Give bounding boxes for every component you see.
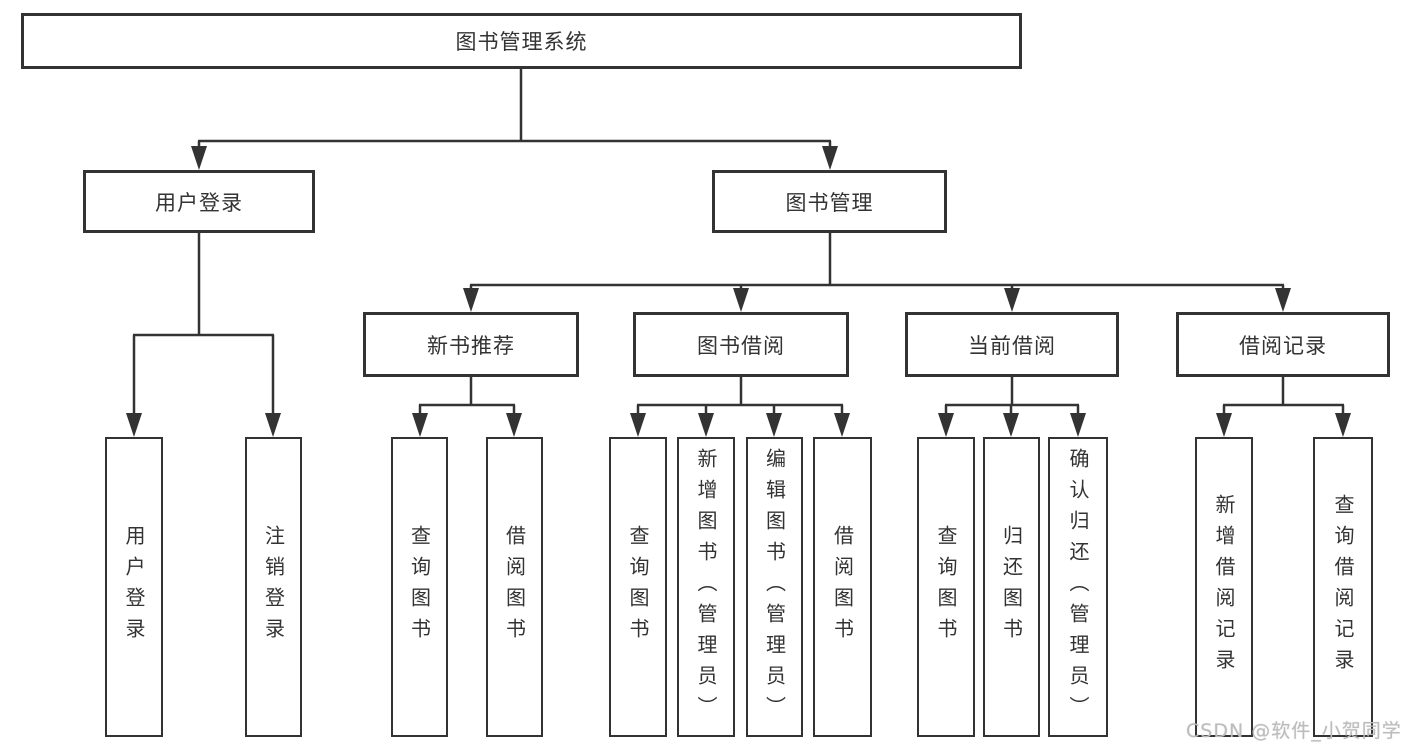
node-label: 查询借阅记录 [1331, 494, 1355, 680]
node-label: 查询图书 [407, 525, 432, 649]
leaf-logout-login: 注销登录 [245, 437, 302, 737]
leaf-query-book-current: 查询图书 [917, 437, 975, 737]
leaf-query-book-recommend: 查询图书 [391, 437, 448, 737]
node-borrowing-records: 借阅记录 [1176, 312, 1390, 377]
csdn-watermark: CSDN @软件_小贺同学 [1186, 720, 1402, 742]
leaf-edit-book-admin: 编辑图书（管理员） [746, 437, 803, 737]
leaf-user-login: 用户登录 [105, 437, 163, 737]
node-label: 确认归还（管理员） [1066, 447, 1090, 727]
leaf-return-book: 归还图书 [983, 437, 1040, 737]
leaf-confirm-return-admin: 确认归还（管理员） [1048, 437, 1108, 737]
node-library-system: 图书管理系统 [21, 13, 1022, 69]
node-label: 当前借阅 [968, 333, 1056, 358]
node-label: 图书管理 [785, 190, 874, 215]
leaf-query-book-borrowing: 查询图书 [609, 437, 667, 737]
node-label: 查询图书 [934, 525, 958, 649]
node-label: 查询图书 [626, 525, 650, 649]
leaf-borrow-book-recommend: 借阅图书 [486, 437, 543, 737]
node-current-borrowing: 当前借阅 [905, 312, 1119, 377]
leaf-query-borrow-record: 查询借阅记录 [1313, 437, 1373, 737]
node-new-book-recommendation: 新书推荐 [363, 312, 579, 377]
node-label: 用户登录 [122, 525, 146, 649]
node-label: 图书借阅 [697, 333, 785, 358]
node-label: 图书管理系统 [455, 30, 588, 54]
leaf-borrow-book-borrowing: 借阅图书 [813, 437, 872, 737]
node-label: 新增图书（管理员） [694, 447, 718, 727]
node-book-borrowing: 图书借阅 [633, 312, 849, 377]
node-book-management: 图书管理 [712, 170, 947, 233]
node-label: 借阅图书 [502, 525, 527, 649]
node-label: 编辑图书（管理员） [762, 447, 787, 727]
leaf-add-borrow-record: 新增借阅记录 [1195, 437, 1253, 737]
node-label: 归还图书 [999, 525, 1024, 649]
node-label: 借阅图书 [830, 525, 855, 649]
node-label: 注销登录 [261, 525, 286, 649]
node-label: 用户登录 [155, 190, 243, 215]
leaf-add-book-admin: 新增图书（管理员） [677, 437, 735, 737]
node-user-login: 用户登录 [83, 170, 315, 233]
node-label: 新增借阅记录 [1212, 494, 1236, 680]
node-label: 借阅记录 [1239, 333, 1327, 358]
node-label: 新书推荐 [427, 333, 515, 358]
